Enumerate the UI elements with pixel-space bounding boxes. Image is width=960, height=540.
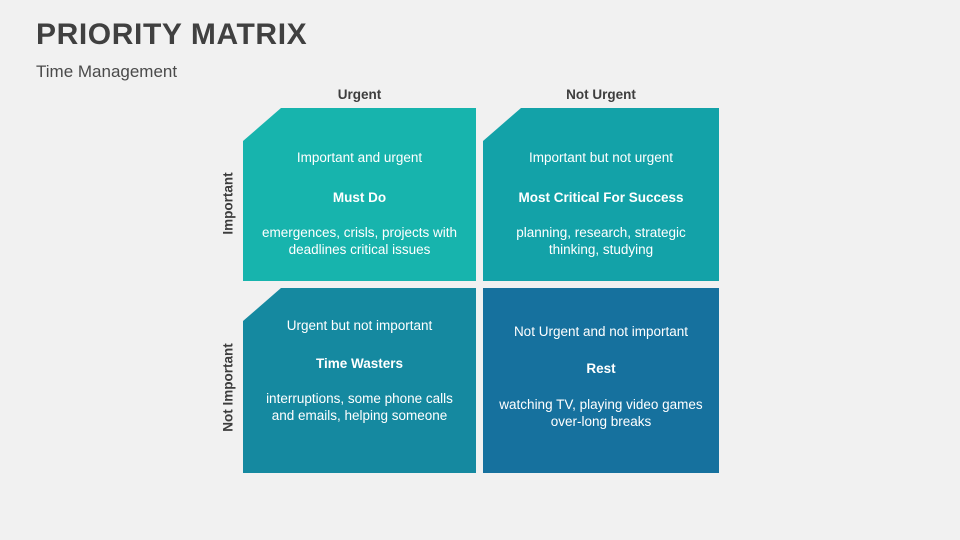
- quadrant-description: interruptions, some phone calls and emai…: [266, 390, 453, 424]
- quadrant-action: Rest: [586, 360, 616, 376]
- quadrant-heading: Important but not urgent: [528, 150, 674, 165]
- quadrant-heading: Urgent but not important: [286, 318, 433, 333]
- quadrant-not-important-urgent[interactable]: Urgent but not important Time Wasters in…: [243, 288, 476, 473]
- quadrant-heading: Important and urgent: [296, 150, 423, 165]
- page-title: PRIORITY MATRIX: [36, 18, 308, 51]
- priority-matrix: Urgent Not Urgent Important Not Importan…: [221, 84, 719, 473]
- quadrant-important-urgent[interactable]: Important and urgent Must Do emergences,…: [243, 108, 476, 281]
- quadrant-important-not-urgent[interactable]: Important but not urgent Most Critical F…: [483, 108, 719, 281]
- quadrant-action: Most Critical For Success: [518, 189, 684, 205]
- quadrant-not-important-not-urgent[interactable]: Not Urgent and not important Rest watchi…: [483, 288, 719, 473]
- quadrant-description: planning, research, strategic thinking, …: [516, 224, 686, 258]
- column-header-not-urgent: Not Urgent: [566, 87, 636, 102]
- row-label-not-important: Not Important: [220, 343, 236, 432]
- quadrant-description: watching TV, playing video games over-lo…: [499, 396, 703, 430]
- quadrant-description: emergences, crisls, projects with deadli…: [261, 224, 458, 258]
- row-label-important: Important: [220, 172, 236, 235]
- column-header-urgent: Urgent: [337, 87, 382, 102]
- quadrant-heading: Not Urgent and not important: [513, 324, 689, 339]
- quadrant-action: Must Do: [332, 189, 387, 205]
- quadrant-action: Time Wasters: [315, 355, 404, 371]
- page-subtitle: Time Management: [36, 62, 178, 81]
